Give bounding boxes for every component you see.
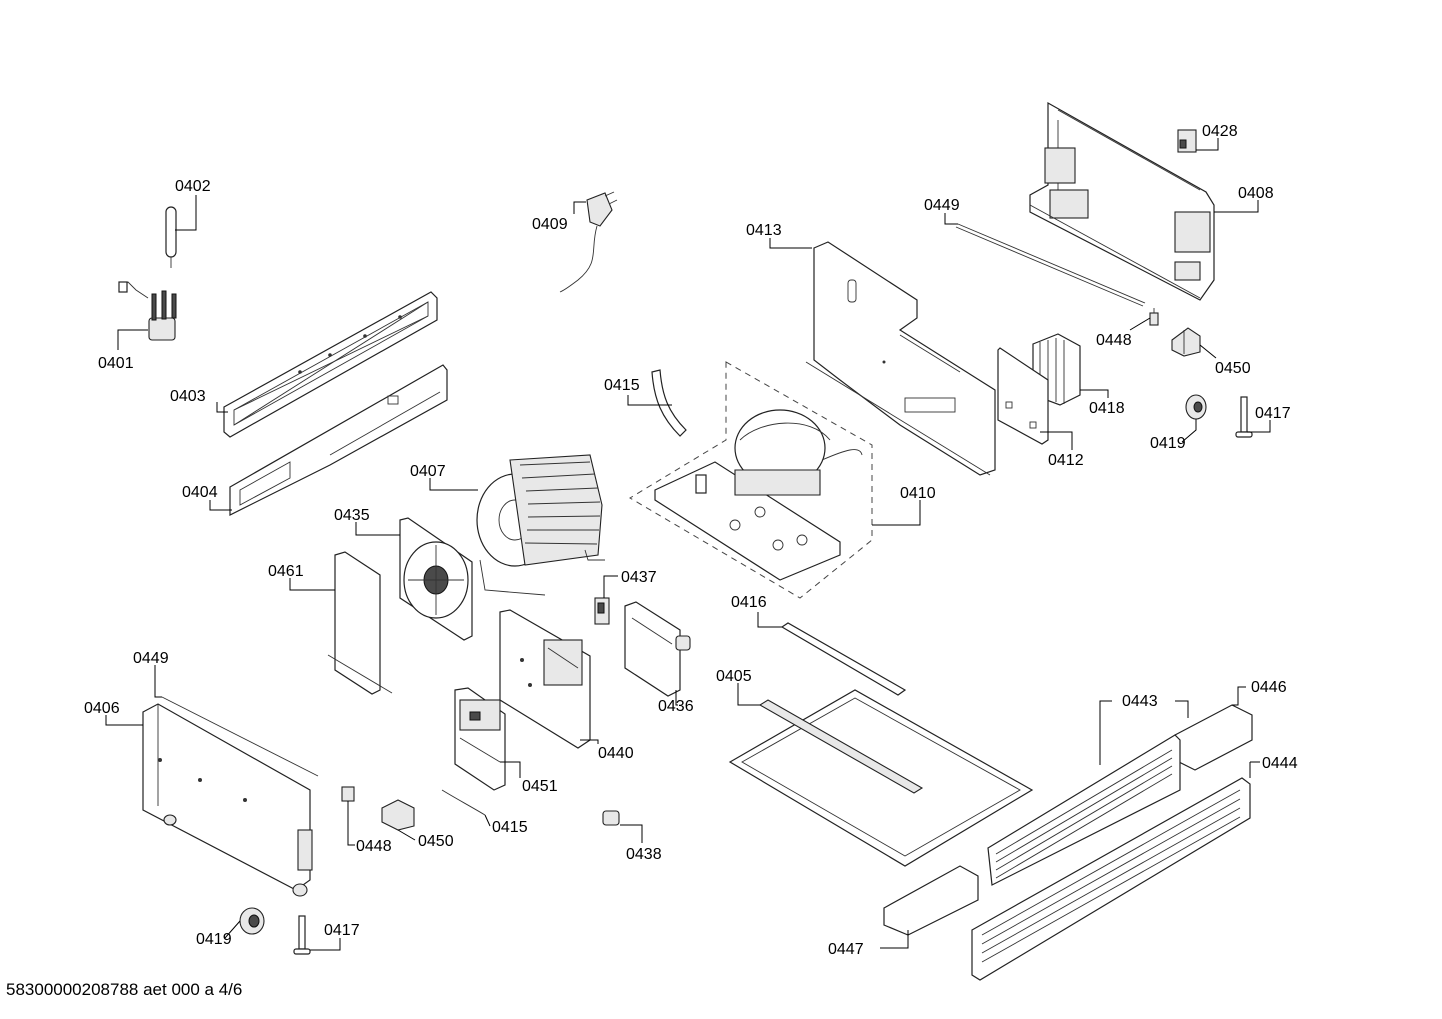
- label-0438: 0438: [626, 846, 662, 863]
- label-0437: 0437: [621, 569, 657, 586]
- label-0404: 0404: [182, 484, 218, 501]
- label-0419-upper: 0419: [1150, 435, 1186, 452]
- part-0401-starter-relay: [118, 281, 177, 341]
- part-0446-corner: [1174, 704, 1253, 771]
- part-0416-strip: [780, 622, 907, 696]
- leader-lines: [105, 138, 1271, 951]
- label-0450-upper: 0450: [1215, 360, 1251, 377]
- label-0448-upper: 0448: [1096, 332, 1132, 349]
- label-0417-upper: 0417: [1255, 405, 1291, 422]
- label-0418: 0418: [1089, 400, 1125, 417]
- part-0403-rail: [223, 291, 438, 438]
- label-0402: 0402: [175, 178, 211, 195]
- part-0444-grille: [971, 777, 1251, 981]
- label-0409: 0409: [532, 216, 568, 233]
- label-0444: 0444: [1262, 755, 1298, 772]
- label-0408: 0408: [1238, 185, 1274, 202]
- part-0407-condenser: [476, 454, 605, 596]
- label-0416: 0416: [731, 594, 767, 611]
- part-0404-rail: [229, 364, 448, 516]
- part-0448-pin-lower: [341, 786, 355, 802]
- label-0417-lower: 0417: [324, 922, 360, 939]
- part-0436-module: [624, 601, 691, 697]
- part-0435-fan: [399, 517, 473, 641]
- label-0412: 0412: [1048, 452, 1084, 469]
- label-0446: 0446: [1251, 679, 1287, 696]
- label-0449-upper: 0449: [924, 197, 960, 214]
- label-0406: 0406: [84, 700, 120, 717]
- part-0419-roller-lower: [239, 907, 265, 935]
- part-0449-rod-lower: [161, 696, 319, 777]
- label-0401: 0401: [98, 355, 134, 372]
- part-0440-board-panel: [499, 609, 591, 749]
- part-0417-screw-lower: [293, 915, 311, 955]
- part-0402-sensor: [165, 206, 177, 268]
- part-0450-bracket-lower: [381, 799, 415, 831]
- part-0409-power-cord: [559, 191, 618, 293]
- part-0415-hose-upper: [651, 369, 687, 437]
- label-0449-lower: 0449: [133, 650, 169, 667]
- label-0451: 0451: [522, 778, 558, 795]
- label-0405: 0405: [716, 668, 752, 685]
- label-0450-lower: 0450: [418, 833, 454, 850]
- part-0451-electronics: [454, 687, 506, 791]
- label-0419-lower: 0419: [196, 931, 232, 948]
- part-0447-corner: [883, 865, 979, 936]
- label-0440: 0440: [598, 745, 634, 762]
- part-0406-lower-housing: [142, 703, 313, 897]
- drawing-reference-footer: 58300000208788 aet 000 a 4/6: [6, 980, 243, 999]
- part-0419-roller-upper: [1185, 394, 1207, 420]
- part-0449-rod-upper: [955, 223, 1146, 307]
- part-0443-grille: [987, 734, 1181, 886]
- part-0450-bracket-upper: [1171, 327, 1201, 357]
- part-0448-pin-upper: [1149, 308, 1159, 326]
- part-0461-bracket: [327, 551, 393, 695]
- part-0410-compressor: [629, 361, 873, 599]
- label-0447: 0447: [828, 941, 864, 958]
- part-0417-screw-upper: [1235, 396, 1253, 438]
- part-0412-mount-plate: [997, 347, 1049, 445]
- label-0448-lower: 0448: [356, 838, 392, 855]
- label-0435: 0435: [334, 507, 370, 524]
- label-0403: 0403: [170, 388, 206, 405]
- label-0428: 0428: [1202, 123, 1238, 140]
- part-0428-clip: [1177, 129, 1197, 153]
- label-0407: 0407: [410, 463, 446, 480]
- part-0413-back-panel: [805, 241, 996, 476]
- label-0436: 0436: [658, 698, 694, 715]
- part-0438-cap: [602, 810, 620, 826]
- label-0415-upper: 0415: [604, 377, 640, 394]
- part-0437-switch: [594, 597, 610, 625]
- label-0443: 0443: [1122, 693, 1158, 710]
- label-0415-lower: 0415: [492, 819, 528, 836]
- part-0415-hose-lower: [441, 789, 486, 816]
- part-0408-top-housing: [1029, 101, 1215, 301]
- label-0410: 0410: [900, 485, 936, 502]
- label-0413: 0413: [746, 222, 782, 239]
- label-0461: 0461: [268, 563, 304, 580]
- part-0405-shelf: [728, 689, 1034, 867]
